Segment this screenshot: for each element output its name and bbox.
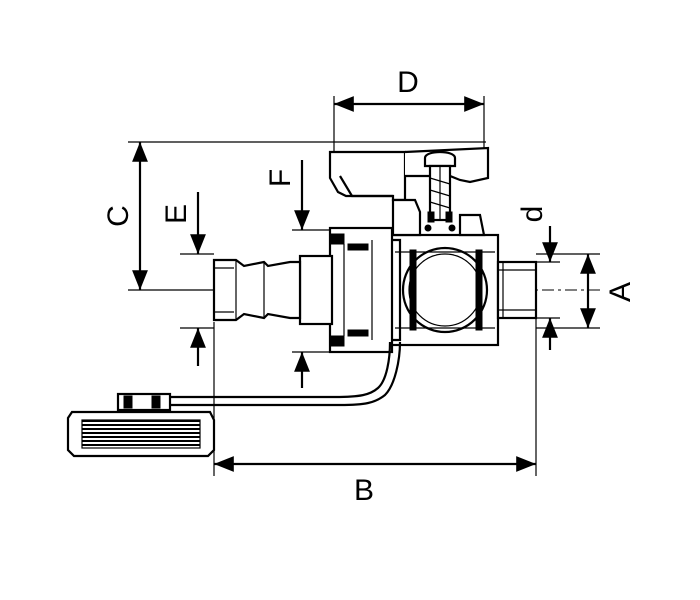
extension-lines [128,96,600,476]
drain-cap [66,341,402,458]
dim-label-E: E [160,204,193,224]
valve-body [378,233,538,347]
lever-handle [328,146,490,237]
dim-label-d: d [516,206,549,223]
dim-label-D: D [397,66,419,99]
dim-label-B: B [354,474,374,507]
dim-label-F: F [264,169,297,187]
dimension-lines [132,96,596,472]
union-nut [328,226,402,354]
hose-tail [212,254,334,326]
dim-label-A: A [604,282,637,302]
dim-label-C: C [102,205,135,227]
